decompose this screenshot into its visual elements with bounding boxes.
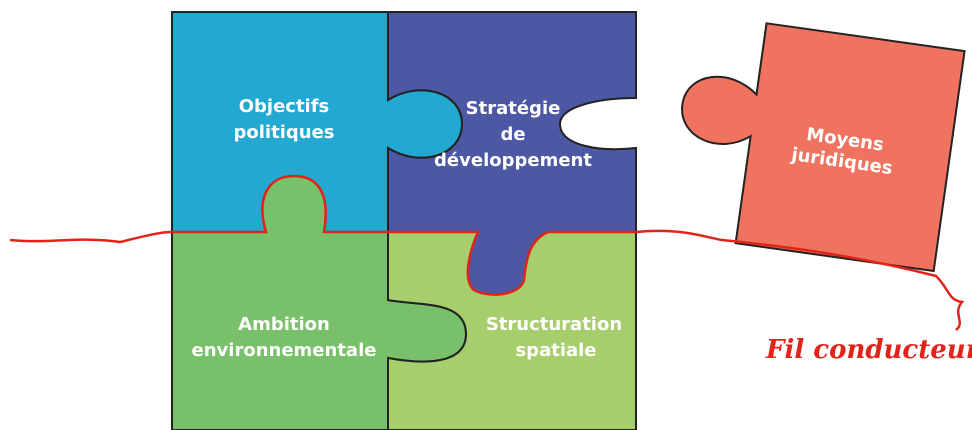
- strategie-label-line3: développement: [434, 150, 592, 171]
- objectifs-label-line2: politiques: [234, 122, 335, 143]
- ambition-label-line1: Ambition: [238, 314, 330, 335]
- piece-moyens-juridiques: [681, 22, 966, 273]
- fil-conducteur-label: Fil conducteur: [765, 335, 972, 365]
- piece-moyens-juridiques-group: Moyens juridiques: [681, 22, 966, 273]
- ambition-label-line2: environnementale: [192, 340, 377, 361]
- strategie-label-line2: de: [500, 124, 525, 145]
- strategie-label-line1: Stratégie: [466, 98, 561, 119]
- objectifs-label-line1: Objectifs: [239, 96, 330, 117]
- structuration-label-line2: spatiale: [515, 340, 596, 361]
- red-thread: [9, 174, 965, 331]
- structuration-label-line1: Structuration: [486, 314, 622, 335]
